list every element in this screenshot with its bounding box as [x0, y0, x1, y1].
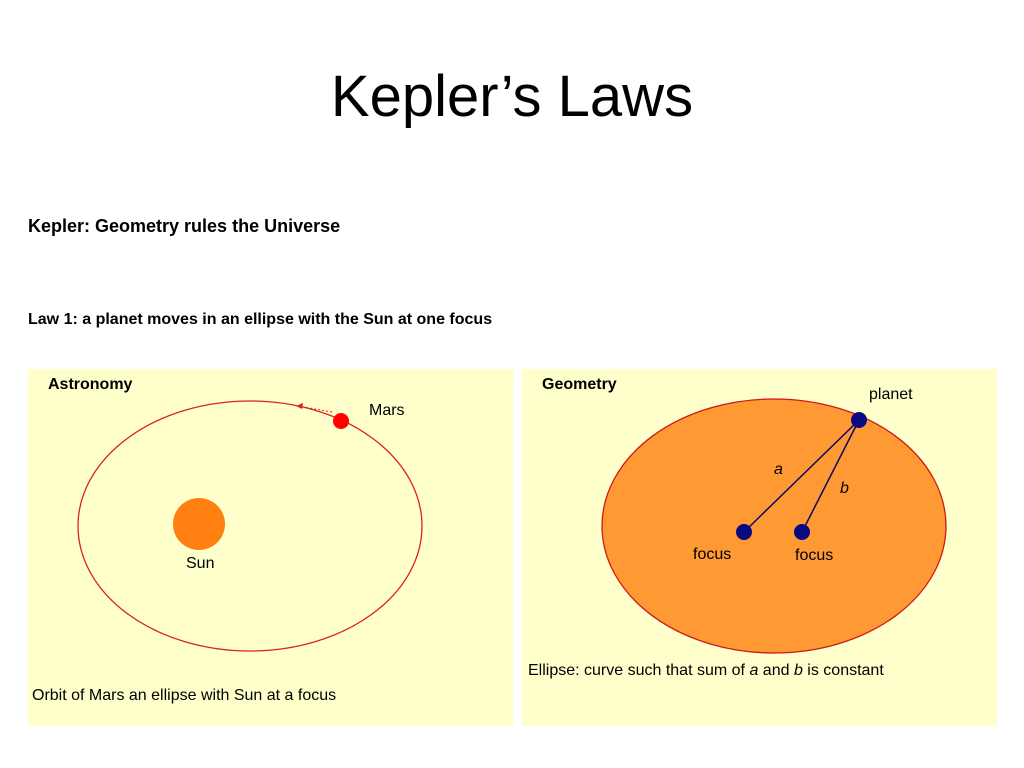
- orbit-arrowhead: [296, 403, 303, 409]
- geometry-panel: Geometry planet a b focus focus Ellipse:…: [522, 369, 997, 726]
- geometry-heading: Geometry: [542, 376, 617, 393]
- focus-label-left: focus: [693, 546, 732, 563]
- focus-dot-right: [794, 524, 810, 540]
- line-b: [801, 419, 860, 533]
- focus-dot-left: [736, 524, 752, 540]
- geometry-caption-part3: is constant: [802, 662, 884, 679]
- mars-orbit: [77, 400, 423, 652]
- orbit-direction-arrow: [297, 405, 333, 413]
- b-label: b: [840, 480, 849, 497]
- astronomy-heading: Astronomy: [48, 376, 133, 393]
- planet-dot: [851, 412, 867, 428]
- ellipse: [601, 398, 947, 654]
- planet-label: planet: [869, 386, 913, 403]
- geometry-diagram: [601, 398, 947, 654]
- sun-disc: [173, 498, 225, 550]
- geometry-caption: Ellipse: curve such that sum of a and b …: [528, 662, 884, 680]
- mars-label: Mars: [369, 402, 405, 419]
- slide-subtitle: Kepler: Geometry rules the Universe: [28, 216, 341, 236]
- a-label: a: [774, 461, 783, 478]
- law-statement: Law 1: a planet moves in an ellipse with…: [28, 311, 493, 328]
- astronomy-caption: Orbit of Mars an ellipse with Sun at a f…: [32, 687, 337, 704]
- sun-label: Sun: [186, 555, 215, 572]
- geometry-caption-part1: Ellipse: curve such that sum of: [528, 662, 750, 679]
- astronomy-panel: Astronomy Mars Sun Orbit of Mars an elli…: [28, 369, 513, 726]
- astronomy-diagram: [77, 400, 423, 652]
- mars-dot: [333, 413, 349, 429]
- slide-title: Kepler’s Laws: [330, 64, 694, 129]
- line-a: [743, 419, 860, 533]
- focus-label-right: focus: [795, 547, 834, 564]
- geometry-caption-b: b: [793, 662, 803, 679]
- geometry-caption-part2: and: [758, 662, 794, 679]
- geometry-caption-a: a: [749, 662, 759, 679]
